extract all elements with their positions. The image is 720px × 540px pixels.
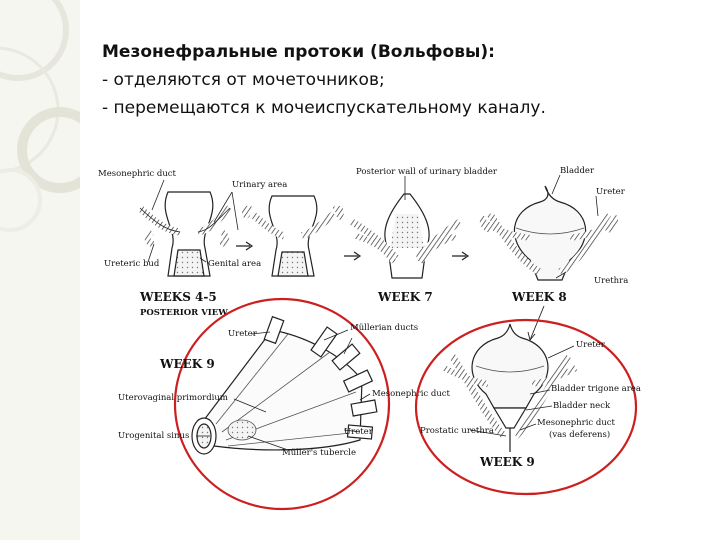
label-ureter-top: Ureter xyxy=(596,187,626,197)
bullet-2: - перемещаются к мочеиспускательному кан… xyxy=(102,98,546,118)
highlight-circle-right xyxy=(414,318,638,496)
label-bladder-neck: Bladder neck xyxy=(553,401,611,411)
stage-week-8 xyxy=(479,174,619,281)
label-ureter-mid: Ureter xyxy=(344,427,374,437)
label-prostatic-urethra: Prostatic urethra xyxy=(420,426,494,436)
stage-week-9-right xyxy=(442,323,578,452)
label-mesonephric-duct: Mesonephric duct xyxy=(98,169,177,179)
label-ureter-left: Ureter xyxy=(228,329,258,339)
decorative-circles xyxy=(0,0,80,540)
label-posterior-view: POSTERIOR VIEW xyxy=(140,308,228,318)
label-week-8: WEEK 8 xyxy=(511,290,567,304)
label-urinary-area: Urinary area xyxy=(232,180,287,190)
bullet-1: - отделяются от мочеточников; xyxy=(102,70,385,90)
label-mullerian-ducts: Müllerian ducts xyxy=(350,323,418,333)
label-urogenital-sinus: Urogenital sinus xyxy=(118,431,189,441)
stage-week-9-left xyxy=(191,315,378,455)
label-mullers-tubercle: Müller's tubercle xyxy=(282,448,356,458)
label-ureter-right: Ureter xyxy=(576,340,606,350)
slide-text: Мезонефральные протоки (Вольфовы): - отд… xyxy=(102,38,702,122)
label-week-9-left: WEEK 9 xyxy=(159,357,215,371)
stage-weeks-4-5 xyxy=(137,179,344,277)
label-posterior-wall: Posterior wall of urinary bladder xyxy=(356,167,498,177)
label-ureteric-bud: Ureteric bud xyxy=(104,259,160,269)
label-vas-deferens: (vas deferens) xyxy=(549,429,610,440)
slide-title: Мезонефральные протоки (Вольфовы): xyxy=(102,42,495,62)
label-bladder-trigone: Bladder trigone area xyxy=(551,384,641,394)
label-bladder: Bladder xyxy=(560,166,595,176)
label-genital-area: Genital area xyxy=(208,259,261,269)
highlight-circle-left xyxy=(173,297,391,511)
label-mesonephric-duct-mid: Mesonephric duct xyxy=(372,389,451,399)
label-week-7: WEEK 7 xyxy=(377,290,433,304)
label-urethra: Urethra xyxy=(594,276,628,286)
label-weeks-4-5: WEEKS 4-5 xyxy=(139,290,217,304)
label-uterovaginal: Uterovaginal primordium xyxy=(118,393,228,403)
label-week-9-right: WEEK 9 xyxy=(479,455,535,469)
label-mesonephric-duct-right: Mesonephric duct xyxy=(537,418,616,428)
stage-week-7 xyxy=(344,176,470,279)
